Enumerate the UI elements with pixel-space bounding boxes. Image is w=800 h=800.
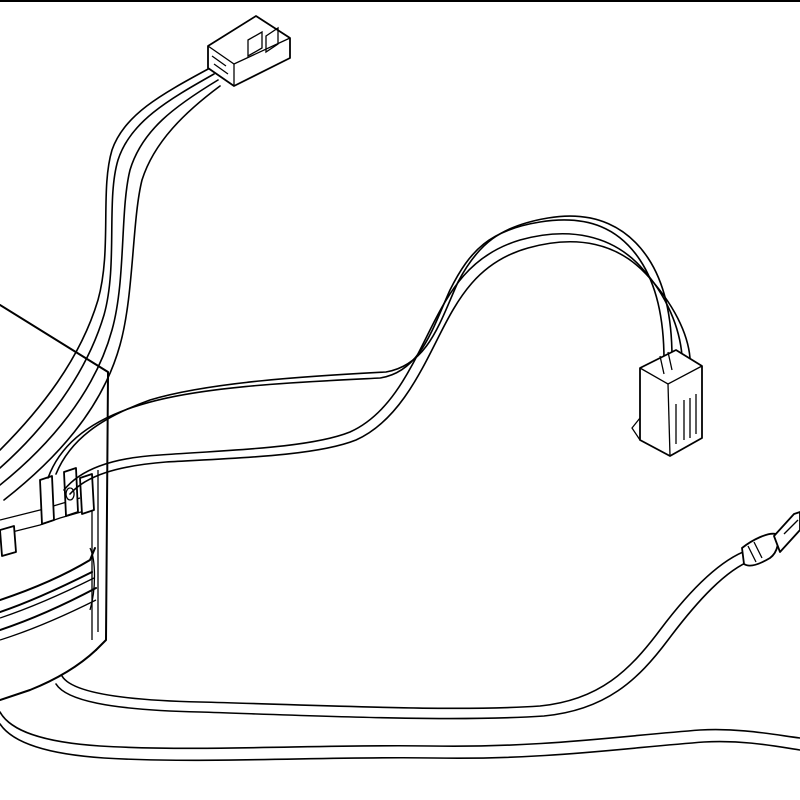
connector-lead <box>211 55 229 75</box>
connector-lead <box>659 351 673 375</box>
terminal-blade <box>773 511 800 553</box>
coil-band-inner-2 <box>0 599 97 641</box>
two-pin-connector-top <box>207 15 291 87</box>
wire <box>0 79 219 486</box>
terminal-ring <box>747 541 763 563</box>
connector-pin-slot <box>247 30 263 58</box>
wire <box>3 85 221 501</box>
coil-band-end <box>89 547 96 611</box>
wire <box>0 67 211 451</box>
terminal-tab-3 <box>79 473 95 515</box>
transformer-base-edge <box>0 649 97 701</box>
terminal-sleeve <box>741 532 779 567</box>
wire <box>0 723 800 762</box>
transformer-body <box>0 304 109 701</box>
wire <box>61 549 749 710</box>
wire-group-top <box>0 67 221 501</box>
connector-pin <box>675 400 685 444</box>
connector-body <box>207 15 291 87</box>
connector-pin-2 <box>689 394 697 438</box>
wire <box>0 73 215 469</box>
coil-band-mid <box>0 571 93 613</box>
connector-edge-2 <box>667 383 671 457</box>
wire <box>55 215 673 475</box>
coil-band-inner <box>0 577 95 619</box>
wire <box>69 241 691 495</box>
terminal-tab <box>39 475 55 525</box>
wire <box>0 711 800 750</box>
terminal-blade-ridge <box>783 519 799 535</box>
wire <box>63 233 683 491</box>
wire-group-right <box>47 215 691 495</box>
connector-pin-slot-2 <box>265 26 279 54</box>
coil-band-bottom <box>0 587 97 631</box>
wire-group-bottom <box>55 549 753 720</box>
terminal-tab-4 <box>0 525 17 557</box>
coil-band-top <box>0 547 96 601</box>
connector-latch <box>631 417 641 441</box>
wire <box>55 559 753 720</box>
two-pin-connector-right <box>631 349 703 457</box>
wire-group-ground <box>0 711 800 762</box>
spade-terminal <box>741 511 800 567</box>
